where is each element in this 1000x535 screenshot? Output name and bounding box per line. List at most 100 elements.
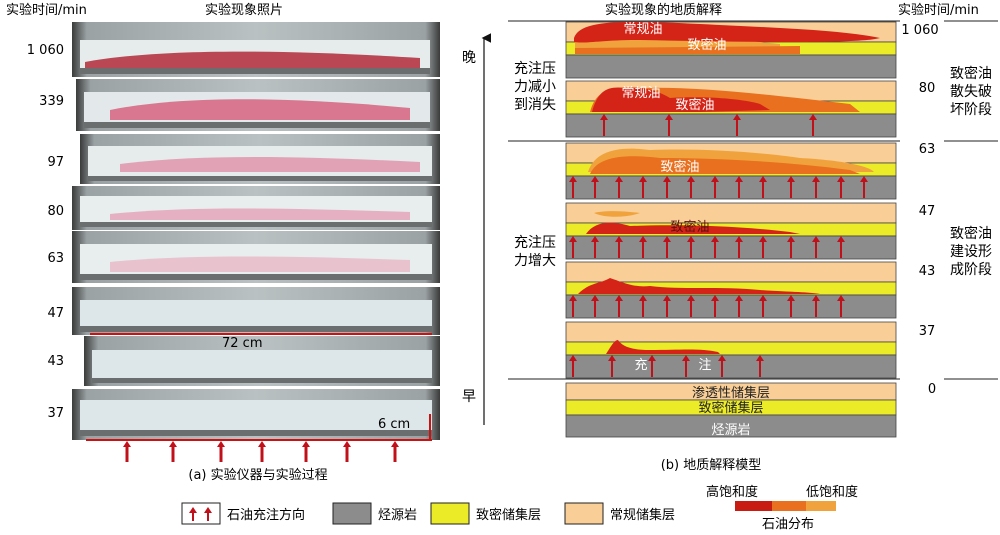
model-43-charge-arrow-11 — [812, 295, 820, 317]
base-source-layer-label: 烃源岩 — [711, 423, 750, 438]
time-label-339: 339 — [39, 94, 64, 109]
stage-construction-line-2: 建设形 — [950, 244, 992, 260]
model-63-charge-arrow-4 — [639, 176, 647, 198]
legend-tight-reservoir: 致密储集层 — [430, 502, 541, 525]
time-label-43: 43 — [47, 354, 64, 369]
base-tight-layer-label: 致密储集层 — [698, 400, 763, 416]
model-43-charge-arrow-7 — [711, 295, 719, 317]
photo-strip-37 — [72, 389, 440, 440]
model-63-charge-arrow-10 — [787, 176, 795, 198]
time-label-63: 63 — [47, 251, 64, 266]
model-47-charge-arrow-4 — [639, 236, 647, 258]
model-37-charge-arrow-2 — [608, 355, 616, 377]
model-43-charge-arrow-10 — [787, 295, 795, 317]
model-63-charge-arrow-13 — [860, 176, 868, 198]
model-37-charge-char-2: 注 — [698, 358, 711, 373]
legend-low-saturation: 低饱和度 — [806, 484, 858, 500]
legend-oil-distribution-label: 石油分布 — [762, 517, 814, 532]
model-63-charge-arrow-5 — [663, 176, 671, 198]
geologic-models: 常规油致密油常规油致密油致密油致密油充注渗透性储集层致密储集层烃源岩 — [565, 21, 897, 438]
model-80-charge-arrow-1 — [600, 114, 608, 136]
model-80-tight-label: 致密油 — [675, 97, 714, 113]
model-47-charge-arrow-7 — [711, 236, 719, 258]
model-47-charge-arrow-10 — [787, 236, 795, 258]
model-1060-conventional-label: 常规油 — [623, 22, 662, 37]
model-37-charge-arrow-3 — [648, 355, 656, 377]
model-43-charge-arrow-2 — [591, 295, 599, 317]
model-47-charge-arrow-11 — [812, 236, 820, 258]
photo-charge-arrow-4 — [258, 441, 266, 462]
model-43-charge-arrow-3 — [615, 295, 623, 317]
model-47-charge-arrow-2 — [591, 236, 599, 258]
model-37-charge-arrow-1 — [569, 355, 577, 377]
legend-oil-mid-swatch — [772, 501, 806, 511]
model-63-charge-arrow-2 — [591, 176, 599, 198]
legend: 石油充注方向 烃源岩 致密储集层 常规储集层 高饱和度 低饱和度 石油分布 — [181, 484, 858, 532]
right-time-0: 0 — [928, 382, 936, 397]
legend-source-rock-swatch — [332, 502, 372, 525]
model-1060-source-layer — [565, 54, 897, 79]
model-47-charge-arrow-8 — [735, 236, 743, 258]
model-43-source-layer — [565, 294, 897, 319]
model-63-source-layer — [565, 175, 897, 200]
stage-construction-line-1: 致密油 — [950, 225, 992, 242]
model-37-charge-arrow-5 — [718, 355, 726, 377]
pressure-decrease-line-3: 到消失 — [514, 97, 556, 113]
model-43-charge-arrow-9 — [759, 295, 767, 317]
time-label-1060: 1 060 — [27, 43, 64, 58]
model-63-charge-arrow-8 — [735, 176, 743, 198]
model-80-charge-arrow-4 — [809, 114, 817, 136]
model-63-charge-arrow-3 — [615, 176, 623, 198]
model-43-charge-arrow-1 — [569, 295, 577, 317]
model-47-charge-arrow-5 — [663, 236, 671, 258]
model-63-charge-arrow-11 — [812, 176, 820, 198]
photo-charge-arrow-7 — [391, 441, 399, 462]
right-time-header: 实验时间/min — [898, 2, 979, 18]
model-37-charge-arrow-6 — [756, 355, 764, 377]
model-37-source-layer — [565, 354, 897, 379]
height-label: 6 cm — [378, 417, 410, 432]
legend-oil-low-swatch — [806, 501, 836, 511]
photo-strip-1060 — [72, 22, 440, 77]
model-37-panel: 充注 — [565, 321, 897, 379]
model-1060-tight-label: 致密油 — [687, 37, 726, 53]
right-time-47: 47 — [919, 204, 936, 219]
right-time-43: 43 — [919, 264, 936, 279]
legend-charge-direction: 石油充注方向 — [181, 502, 305, 525]
model-47-panel: 致密油 — [565, 202, 897, 260]
legend-charge-direction-label: 石油充注方向 — [227, 507, 305, 523]
model-47-charge-arrow-12 — [837, 236, 845, 258]
legend-arrow-icons — [189, 507, 212, 521]
photo-charge-arrow-1 — [123, 441, 131, 462]
model-37-conventional-layer — [565, 321, 897, 343]
right-time-1060: 1 060 — [901, 23, 938, 38]
model-80-source-layer — [565, 113, 897, 138]
model-37-charge-char-1: 充 — [634, 357, 647, 373]
model-63-charge-arrow-12 — [837, 176, 845, 198]
model-47-source-layer — [565, 235, 897, 260]
axis-early-label: 早 — [462, 389, 476, 405]
photo-strip-339 — [76, 79, 440, 131]
pressure-decrease-line-2: 力减小 — [514, 79, 556, 95]
pressure-increase-line-2: 力增大 — [514, 253, 556, 269]
stage-construction-line-3: 成阶段 — [950, 262, 992, 278]
photos-header: 实验现象照片 — [205, 2, 283, 18]
right-time-37: 37 — [919, 324, 936, 339]
model-47-charge-arrow-3 — [615, 236, 623, 258]
model-37-charge-arrow-4 — [682, 355, 690, 377]
interpretation-header: 实验现象的地质解释 — [605, 2, 722, 18]
right-caption: (b) 地质解释模型 — [661, 458, 762, 473]
photo-strip-80 — [72, 186, 440, 230]
legend-tight-reservoir-label: 致密储集层 — [476, 507, 541, 523]
model-47-tight-label: 致密油 — [670, 219, 709, 235]
photo-charge-arrow-6 — [343, 441, 351, 462]
photo-charge-arrow-3 — [217, 441, 225, 462]
model-63-charge-arrow-6 — [687, 176, 695, 198]
model-47-oil-2 — [586, 222, 800, 234]
time-label-47: 47 — [47, 306, 64, 321]
model-80-conventional-label: 常规油 — [621, 86, 660, 101]
